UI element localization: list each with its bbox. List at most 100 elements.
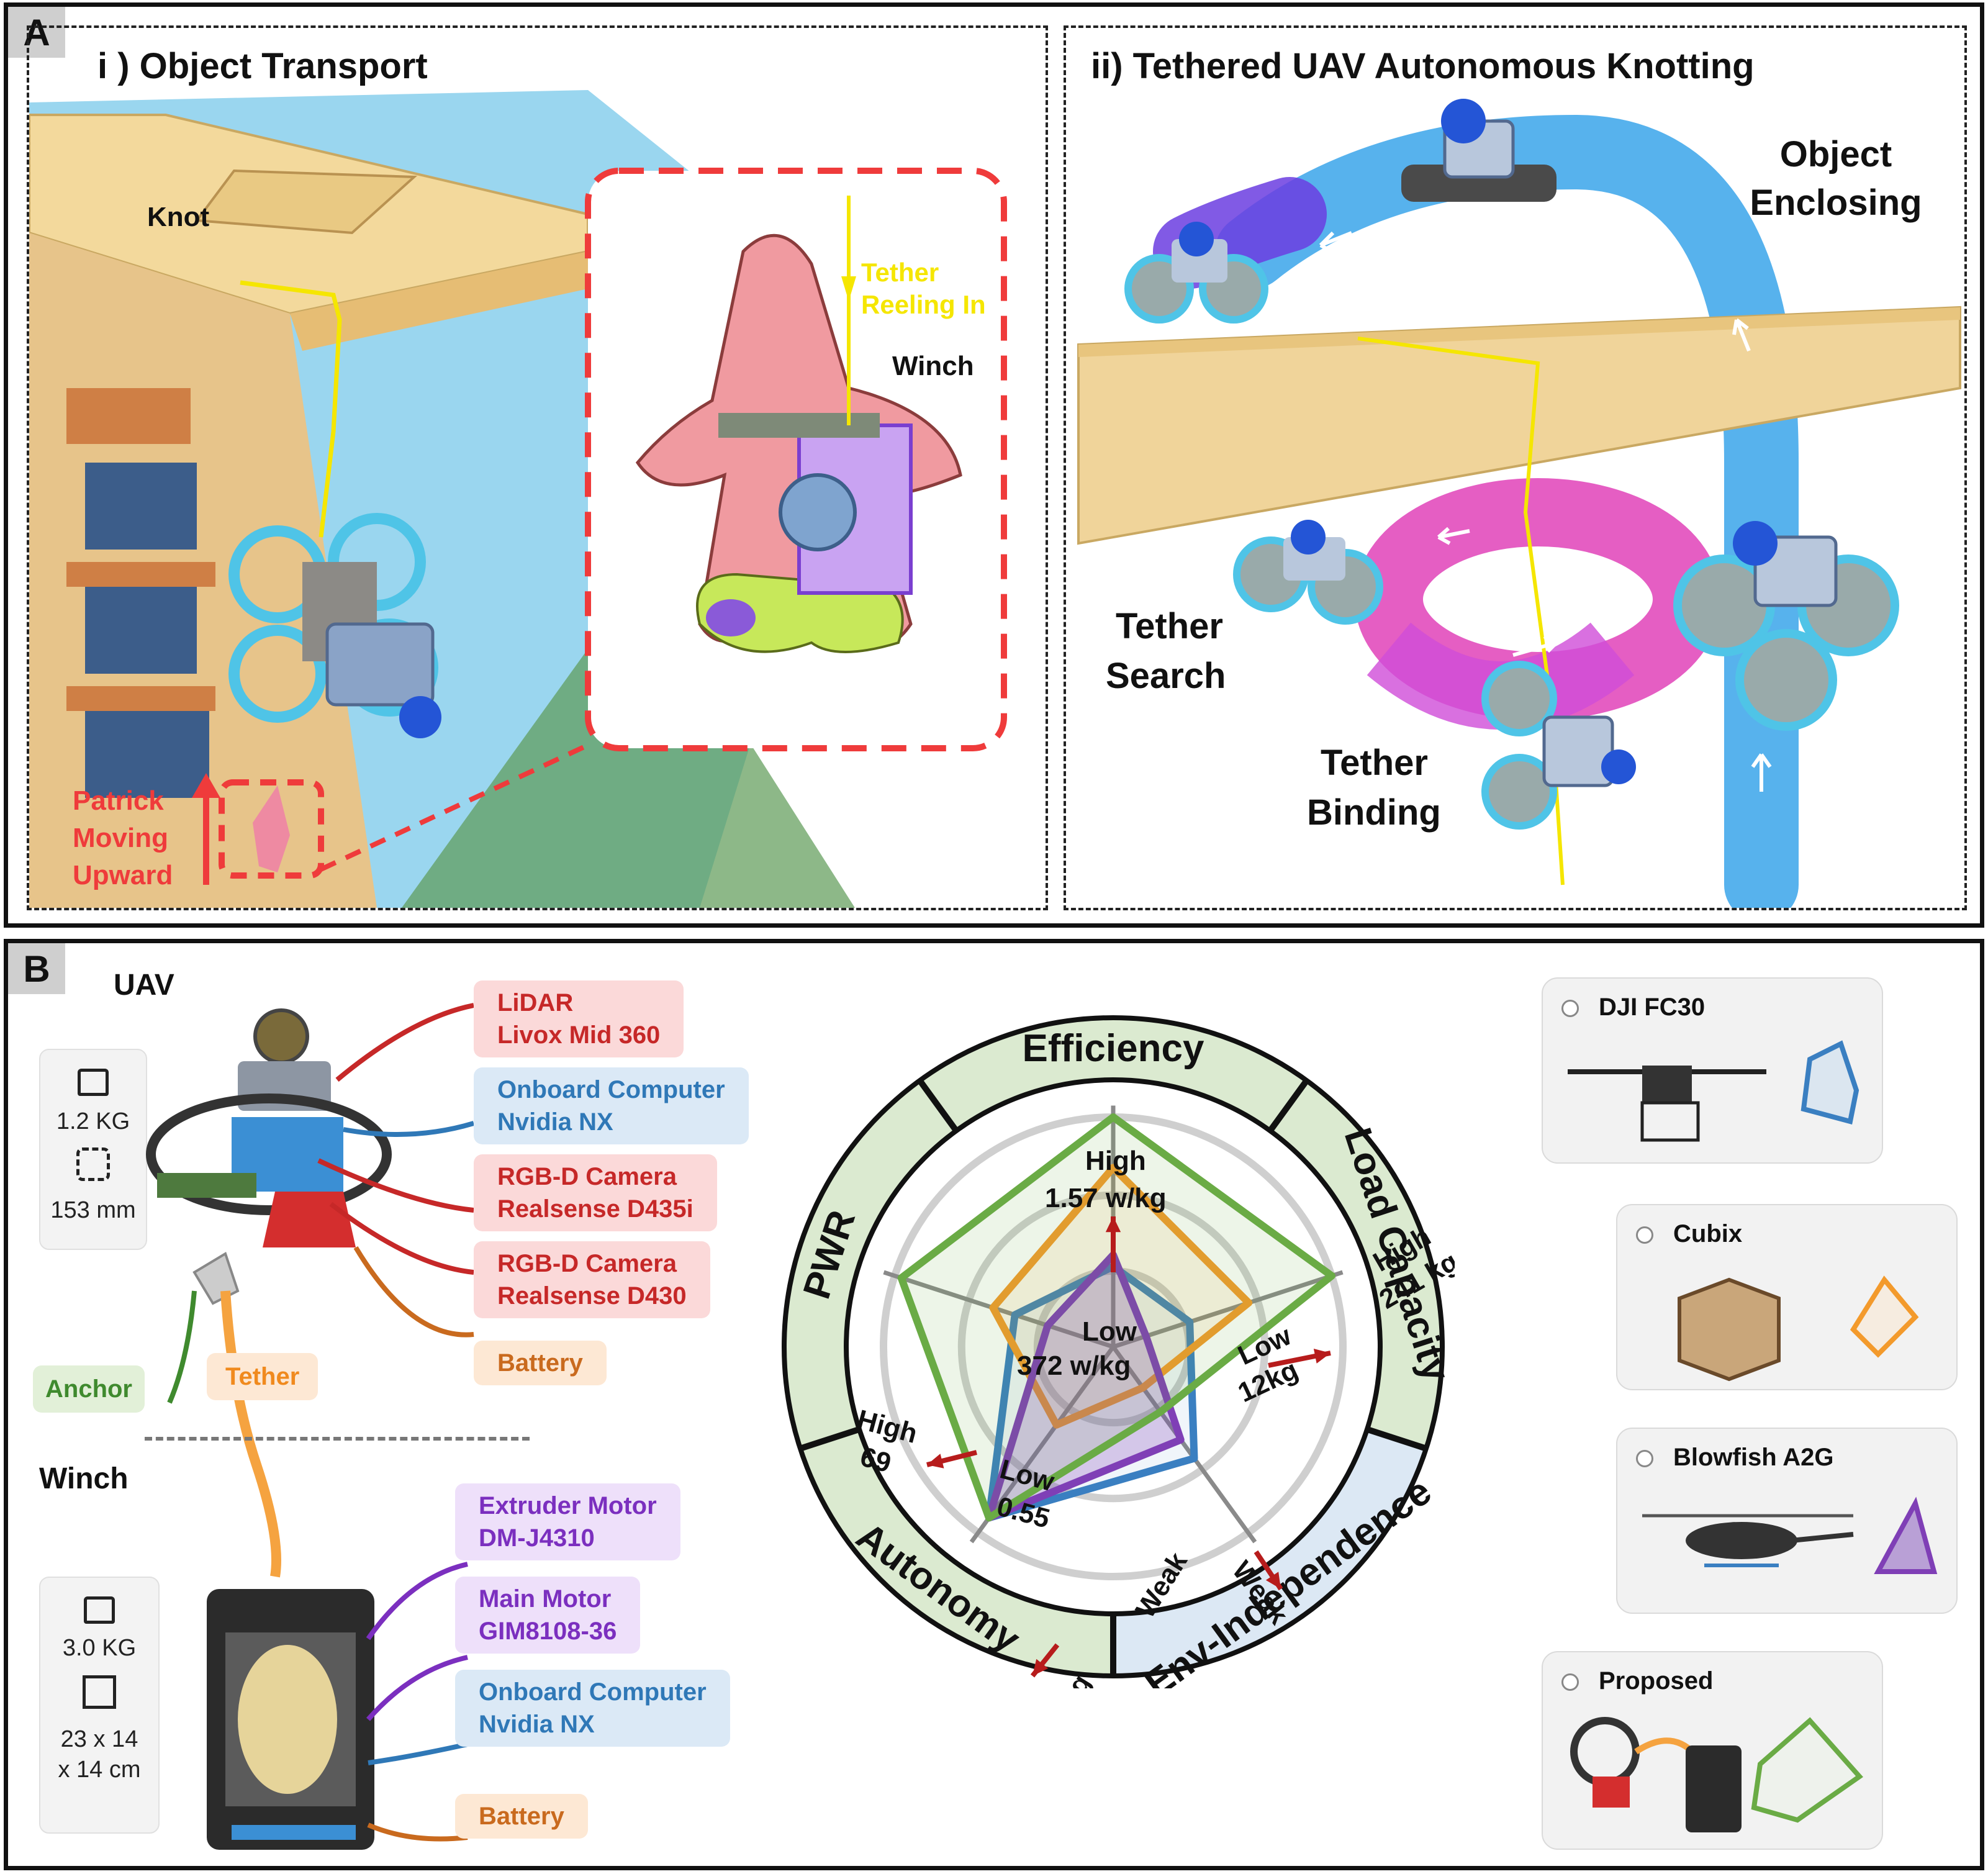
weight-icon (84, 1596, 115, 1624)
part-label-battery-winch: Battery (455, 1794, 588, 1839)
drone-right (1673, 521, 1899, 731)
part-label-line2: Livox Mid 360 (497, 1021, 661, 1049)
part-label-main-motor: Main Motor GIM8108-36 (455, 1577, 641, 1654)
patrick-up-arrowhead (192, 773, 220, 798)
patrick-up-arrow (203, 792, 209, 885)
radar-axis-label: Efficiency (1023, 1027, 1204, 1070)
radar-sector-divider (1366, 1426, 1427, 1452)
tether-line (240, 280, 342, 538)
radar-annotation-eff-low-val: 372 w/kg (1017, 1351, 1131, 1381)
part-label-line1: Battery (479, 1803, 564, 1830)
legend-card-dji-fc30: DJI FC30 (1542, 977, 1883, 1164)
radar-trend-arrowhead (1105, 1216, 1121, 1233)
label-tether-binding-1: Tether (1321, 743, 1428, 783)
part-label-line2: Nvidia NX (497, 1108, 613, 1136)
label-tether-reeling-1: Tether (861, 258, 939, 287)
part-label-line2: DM-J4310 (479, 1524, 595, 1552)
label-tether: Tether (207, 1353, 319, 1400)
label-winch: Winch (892, 351, 974, 381)
panel-a-tag: A (8, 7, 65, 58)
radar-annotation-strong-2: Strong (1275, 1685, 1340, 1688)
patrick-figure (635, 196, 962, 653)
drone-tether-binding (1481, 661, 1636, 830)
part-label-line2: Realsense D430 (497, 1282, 687, 1310)
knotting-illustration (1077, 99, 1961, 908)
part-label-lidar: LiDAR Livox Mid 360 (474, 980, 684, 1057)
radar-trend-arrowhead (1313, 1349, 1331, 1364)
radar-annotation-eff-high-val: 1.57 w/kg (1045, 1183, 1167, 1213)
part-label-line1: RGB-D Camera (497, 1250, 677, 1277)
part-label-battery-uav: Battery (474, 1341, 607, 1385)
legend-shape (1874, 1496, 1938, 1574)
part-label-rgbd-d435i: RGB-D Camera Realsense D435i (474, 1154, 717, 1231)
winch-spec-card: 3.0 KG 23 x 14 x 14 cm (39, 1577, 160, 1834)
legend-shape (1800, 1040, 1859, 1125)
subpanel-ii-title: ii) Tethered UAV Autonomous Knotting (1091, 46, 1755, 86)
part-label-line2: Nvidia NX (479, 1711, 595, 1738)
roof-hole (194, 169, 418, 235)
radar-axis-spoke (883, 1270, 1114, 1349)
radar-sector-divider (1267, 1079, 1309, 1133)
label-anchor: Anchor (33, 1365, 145, 1413)
radar-series-blowfish-a2g (985, 1251, 1185, 1522)
legend-name: DJI FC30 (1599, 994, 1706, 1021)
label-tether-binding-2: Binding (1307, 792, 1441, 833)
drone-size-icon (76, 1147, 110, 1181)
radar-series-cubix (989, 1164, 1253, 1429)
uav-weight: 1.2 KG (56, 1108, 130, 1134)
drone-upper-left (1124, 222, 1268, 324)
legend-shape (1850, 1275, 1919, 1358)
uav-spec-card: 1.2 KG 153 mm (39, 1049, 147, 1250)
legend-name: Proposed (1599, 1667, 1714, 1695)
dji-fc30-photo (1568, 1066, 1766, 1142)
part-label-line1: Battery (497, 1349, 583, 1377)
object-transport-illustration (29, 90, 1007, 908)
uav-title: UAV (114, 969, 174, 1002)
legend-dot (1636, 1450, 1653, 1467)
cube-icon (83, 1675, 116, 1709)
radar-annotation-eff-low: Low (1082, 1316, 1137, 1347)
drone-object-enclosing (1401, 99, 1557, 202)
weight-icon (78, 1069, 109, 1096)
part-connector-lines (167, 1003, 475, 1842)
sky-clouds (402, 649, 855, 908)
label-object-enclosing-2: Enclosing (1750, 183, 1922, 223)
legend-dot (1561, 1673, 1579, 1691)
part-label-onboard-computer-winch: Onboard Computer Nvidia NX (455, 1670, 730, 1747)
label-knot: Knot (147, 202, 210, 232)
zoom-connector-line (320, 743, 589, 872)
part-label-rgbd-d430: RGB-D Camera Realsense D430 (474, 1241, 710, 1318)
subpanel-autonomous-knotting: ii) Tethered UAV Autonomous Knotting Obj… (1064, 25, 1967, 910)
radar-trend-arrowhead (1265, 1572, 1281, 1589)
part-label-line1: Main Motor (479, 1585, 612, 1613)
drone-tether-search (1233, 520, 1383, 625)
radar-trend-arrowhead (1032, 1659, 1049, 1676)
label-object-enclosing-1: Object (1779, 134, 1892, 174)
uav-hardware-photo (146, 1008, 392, 1850)
legend-dot (1561, 1000, 1579, 1017)
subpanel-object-transport: i ) Object Transport Knot Tether Reeling… (27, 25, 1048, 910)
part-label-line1: RGB-D Camera (497, 1163, 677, 1190)
winch-title: Winch (39, 1462, 129, 1495)
radar-trend-arrowhead (927, 1454, 944, 1469)
part-label-line1: Onboard Computer (497, 1076, 725, 1103)
label-patrick-2: Moving (73, 823, 168, 853)
label-tether-search-2: Search (1106, 656, 1226, 696)
legend-name: Blowfish A2G (1673, 1444, 1834, 1471)
patrick-highlight-box (219, 779, 324, 879)
blowfish-a2g-photo (1642, 1514, 1854, 1567)
radar-series-proposed (897, 1113, 1335, 1522)
panel-b: B UAV Winch 1.2 KG 153 mm 3.0 KG 23 x 14… (4, 939, 1984, 1870)
part-label-line2: Realsense D435i (497, 1195, 694, 1223)
cubix-photo (1678, 1277, 1781, 1382)
legend-shape (1751, 1717, 1863, 1823)
panel-a: A (4, 2, 1984, 928)
legend-card-blowfish-a2g: Blowfish A2G (1616, 1428, 1958, 1614)
radar-axis-spoke (1111, 1345, 1257, 1544)
panel-b-tag: B (8, 943, 65, 994)
proposed-system-photo (1570, 1717, 1742, 1832)
winch-dims-2: x 14 cm (58, 1757, 141, 1783)
part-label-line2: GIM8108-36 (479, 1618, 617, 1645)
uav-winch-divider (145, 1437, 530, 1441)
